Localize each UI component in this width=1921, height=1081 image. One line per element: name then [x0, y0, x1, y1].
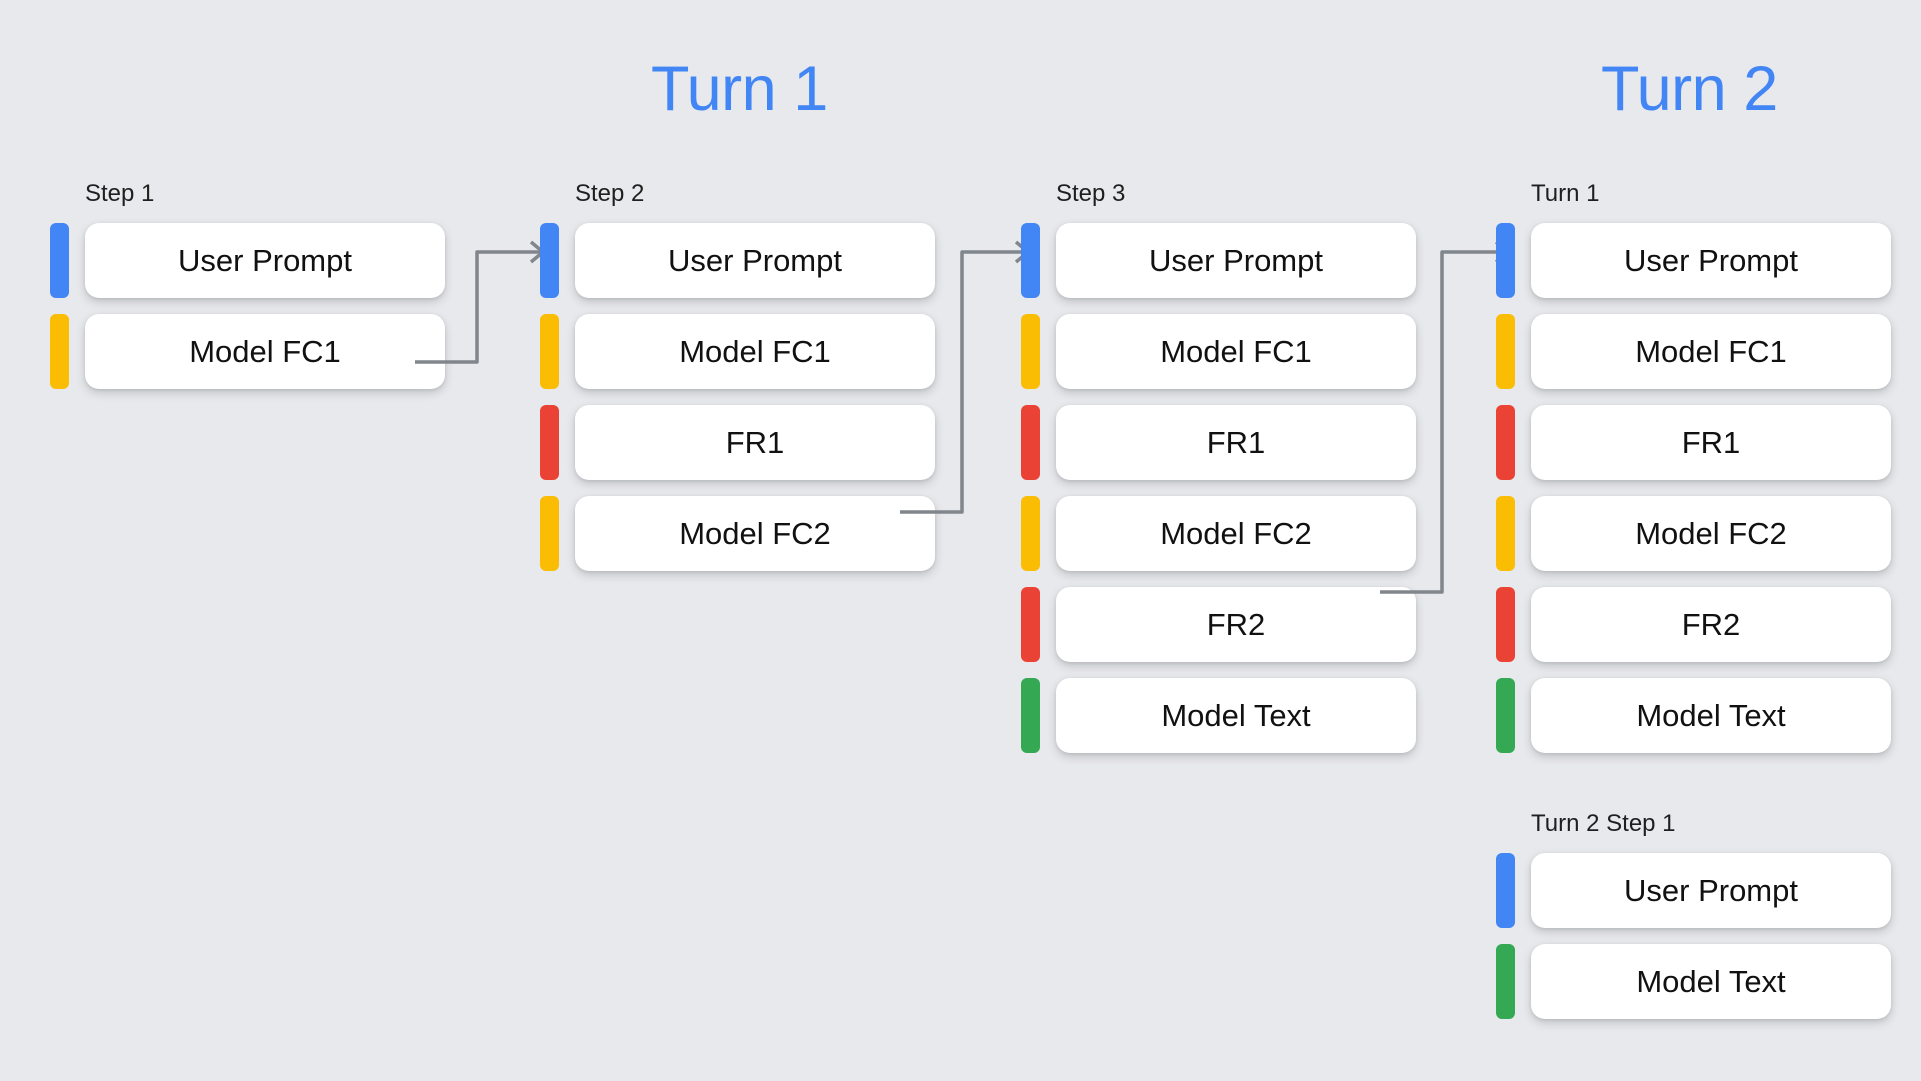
color-bar-model-function-call — [50, 314, 69, 389]
section-title-turn-1: Turn 1 — [651, 54, 828, 124]
color-bar-function-response — [1021, 405, 1040, 480]
row-model-fc1[interactable]: Model FC1 — [540, 314, 935, 389]
card-model-text[interactable]: Model Text — [1056, 678, 1416, 753]
column-label-turn-2-step-1: Turn 2 Step 1 — [1531, 810, 1676, 837]
row-user-prompt[interactable]: User Prompt — [1021, 223, 1416, 298]
color-bar-model-function-call — [540, 314, 559, 389]
card-label: Model FC1 — [1635, 334, 1787, 369]
card-label: FR1 — [1206, 425, 1266, 460]
color-bar-model-text — [1496, 944, 1515, 1019]
color-bar-user-prompt — [1496, 223, 1515, 298]
card-user-prompt[interactable]: User Prompt — [1531, 853, 1891, 928]
column-label-step-1: Step 1 — [85, 180, 155, 207]
color-bar-function-response — [540, 405, 559, 480]
column-step-3: Step 3 User Prompt Model FC1 FR1 Model F… — [1021, 182, 1416, 753]
color-bar-model-text — [1021, 678, 1040, 753]
row-user-prompt[interactable]: User Prompt — [1496, 853, 1891, 928]
card-label: User Prompt — [178, 243, 352, 278]
card-model-fc1[interactable]: Model FC1 — [575, 314, 935, 389]
row-model-fc2[interactable]: Model FC2 — [1496, 496, 1891, 571]
color-bar-model-function-call — [1021, 496, 1040, 571]
color-bar-function-response — [1496, 405, 1515, 480]
column-turn-1-recap: Turn 1 User Prompt Model FC1 FR1 Model F… — [1496, 182, 1891, 753]
card-model-fc1[interactable]: Model FC1 — [85, 314, 445, 389]
card-user-prompt[interactable]: User Prompt — [85, 223, 445, 298]
color-bar-model-function-call — [1496, 496, 1515, 571]
section-title-turn-2: Turn 2 — [1601, 54, 1778, 124]
row-fr1[interactable]: FR1 — [540, 405, 935, 480]
row-model-fc2[interactable]: Model FC2 — [1021, 496, 1416, 571]
column-turn-2-step-1: Turn 2 Step 1 User Prompt Model Text — [1496, 812, 1891, 1019]
card-model-fc1[interactable]: Model FC1 — [1056, 314, 1416, 389]
card-label: Model FC2 — [1160, 516, 1312, 551]
card-model-fc2[interactable]: Model FC2 — [1531, 496, 1891, 571]
row-model-text[interactable]: Model Text — [1021, 678, 1416, 753]
card-label: FR1 — [1681, 425, 1741, 460]
card-label: Model FC1 — [1160, 334, 1312, 369]
color-bar-model-function-call — [540, 496, 559, 571]
card-fr1[interactable]: FR1 — [1056, 405, 1416, 480]
color-bar-user-prompt — [540, 223, 559, 298]
card-user-prompt[interactable]: User Prompt — [1056, 223, 1416, 298]
column-step-2: Step 2 User Prompt Model FC1 FR1 Model F… — [540, 182, 935, 571]
card-label: User Prompt — [668, 243, 842, 278]
row-model-fc2[interactable]: Model FC2 — [540, 496, 935, 571]
card-model-text[interactable]: Model Text — [1531, 944, 1891, 1019]
row-user-prompt[interactable]: User Prompt — [50, 223, 445, 298]
row-user-prompt[interactable]: User Prompt — [540, 223, 935, 298]
card-label: User Prompt — [1149, 243, 1323, 278]
card-fr2[interactable]: FR2 — [1531, 587, 1891, 662]
column-label-step-2: Step 2 — [575, 180, 645, 207]
row-fr1[interactable]: FR1 — [1021, 405, 1416, 480]
column-step-1: Step 1 User Prompt Model FC1 — [50, 182, 445, 389]
card-label: User Prompt — [1624, 873, 1798, 908]
card-model-fc1[interactable]: Model FC1 — [1531, 314, 1891, 389]
card-label: FR2 — [1206, 607, 1266, 642]
card-label: FR2 — [1681, 607, 1741, 642]
card-label: Model FC1 — [189, 334, 341, 369]
card-label: User Prompt — [1624, 243, 1798, 278]
card-fr2[interactable]: FR2 — [1056, 587, 1416, 662]
column-label-turn-1: Turn 1 — [1531, 180, 1600, 207]
color-bar-model-function-call — [1496, 314, 1515, 389]
card-label: Model FC2 — [679, 516, 831, 551]
card-user-prompt[interactable]: User Prompt — [1531, 223, 1891, 298]
card-model-fc2[interactable]: Model FC2 — [575, 496, 935, 571]
color-bar-function-response — [1496, 587, 1515, 662]
row-fr2[interactable]: FR2 — [1021, 587, 1416, 662]
row-model-text[interactable]: Model Text — [1496, 678, 1891, 753]
row-user-prompt[interactable]: User Prompt — [1496, 223, 1891, 298]
color-bar-function-response — [1021, 587, 1040, 662]
row-model-fc1[interactable]: Model FC1 — [1496, 314, 1891, 389]
color-bar-model-function-call — [1021, 314, 1040, 389]
column-label-step-3: Step 3 — [1056, 180, 1126, 207]
card-model-fc2[interactable]: Model FC2 — [1056, 496, 1416, 571]
card-label: Model Text — [1636, 698, 1786, 733]
color-bar-user-prompt — [50, 223, 69, 298]
row-model-fc1[interactable]: Model FC1 — [1021, 314, 1416, 389]
card-label: Model Text — [1161, 698, 1311, 733]
card-label: FR1 — [725, 425, 785, 460]
card-label: Model FC2 — [1635, 516, 1787, 551]
card-fr1[interactable]: FR1 — [1531, 405, 1891, 480]
color-bar-user-prompt — [1496, 853, 1515, 928]
card-fr1[interactable]: FR1 — [575, 405, 935, 480]
color-bar-user-prompt — [1021, 223, 1040, 298]
row-model-fc1[interactable]: Model FC1 — [50, 314, 445, 389]
card-model-text[interactable]: Model Text — [1531, 678, 1891, 753]
card-label: Model FC1 — [679, 334, 831, 369]
card-label: Model Text — [1636, 964, 1786, 999]
color-bar-model-text — [1496, 678, 1515, 753]
row-fr2[interactable]: FR2 — [1496, 587, 1891, 662]
row-fr1[interactable]: FR1 — [1496, 405, 1891, 480]
row-model-text[interactable]: Model Text — [1496, 944, 1891, 1019]
card-user-prompt[interactable]: User Prompt — [575, 223, 935, 298]
